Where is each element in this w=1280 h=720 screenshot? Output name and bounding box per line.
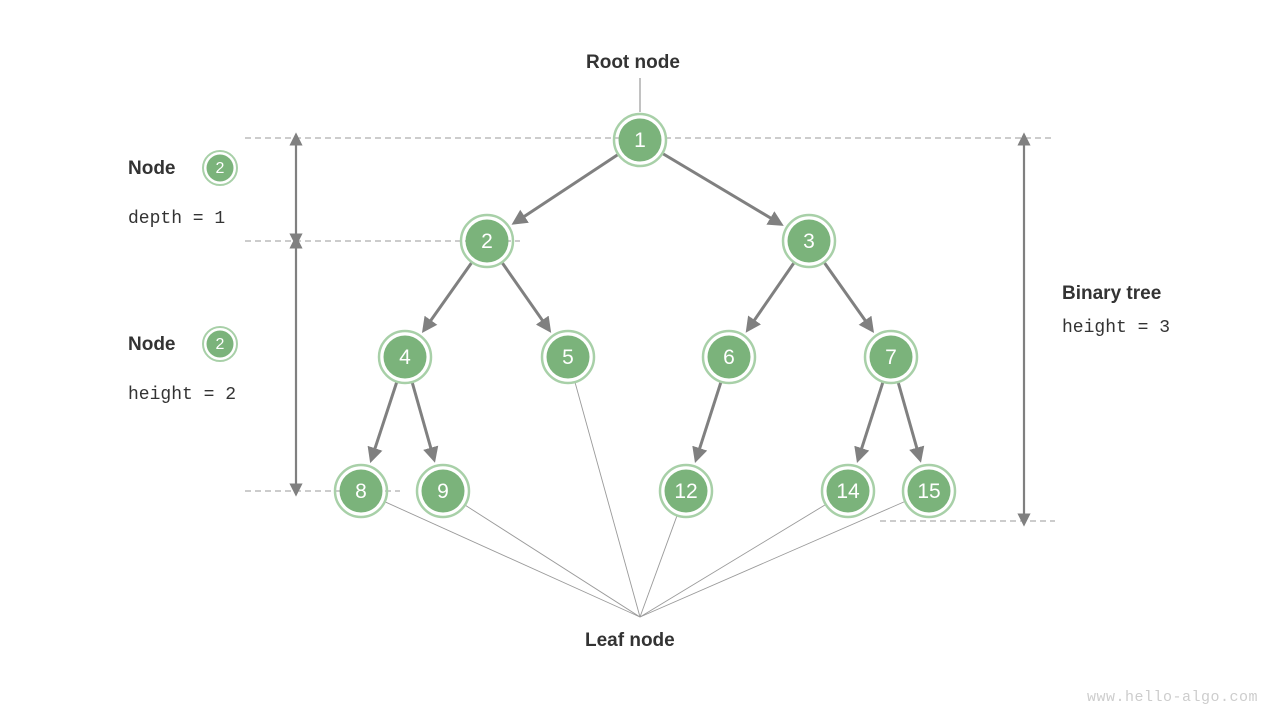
leaf-leader-n14	[639, 504, 826, 618]
node-ring	[820, 463, 876, 519]
tree-node-14[interactable]: 14	[820, 463, 876, 519]
node-ring	[781, 213, 837, 269]
node-label: 4	[399, 346, 411, 369]
node-depth-detail: depth = 1	[128, 209, 226, 229]
tree-node-12[interactable]: 12	[658, 463, 714, 519]
node-ring	[459, 213, 515, 269]
node-label: 6	[723, 346, 735, 369]
tree-node-4[interactable]: 4	[377, 329, 433, 385]
node-ring	[658, 463, 714, 519]
edge-n3-n6	[745, 262, 795, 333]
badge-circle	[206, 154, 234, 182]
tree-node-5[interactable]: 5	[540, 329, 596, 385]
node-circle	[339, 469, 383, 513]
leaf-node-label: Leaf node	[585, 630, 675, 651]
edge-n3-n7	[823, 262, 875, 333]
node-circle	[707, 335, 751, 379]
leaf-leader-n5	[574, 381, 641, 618]
node-circle	[618, 118, 662, 162]
leaf-leader-n9	[464, 504, 641, 618]
root-node-label: Root node	[586, 52, 680, 73]
edge-n2-n5	[501, 262, 552, 333]
node-ring	[415, 463, 471, 519]
node-circle	[421, 469, 465, 513]
node-ring	[333, 463, 389, 519]
node-label: 7	[885, 346, 897, 369]
tree-node-6[interactable]: 6	[701, 329, 757, 385]
edge-n4-n9	[410, 382, 439, 463]
tree-node-9[interactable]: 9	[415, 463, 471, 519]
node-depth-title: Node	[128, 158, 176, 179]
node-height-detail: height = 2	[128, 385, 237, 405]
edge-n6-n12	[692, 382, 723, 464]
tree-node-8[interactable]: 8	[333, 463, 389, 519]
edge-n1-n3	[662, 152, 784, 226]
leaf-leader-n12	[639, 515, 678, 618]
node-circle	[907, 469, 951, 513]
badge-ring	[202, 326, 238, 362]
node-label: 14	[836, 480, 860, 503]
tree-node-2[interactable]: 2	[459, 213, 515, 269]
leaf-leader-n8	[384, 501, 641, 618]
node-label: 3	[803, 230, 815, 253]
badge-circle	[206, 330, 234, 358]
tree-node-7[interactable]: 7	[863, 329, 919, 385]
node-ring	[863, 329, 919, 385]
badge-label: 2	[216, 336, 225, 353]
edge-n7-n14	[854, 382, 885, 464]
node-ring	[901, 463, 957, 519]
tree-node-15[interactable]: 15	[901, 463, 957, 519]
badge-label: 2	[216, 160, 225, 177]
node-height-title: Node	[128, 334, 176, 355]
guide-lines	[245, 137, 1055, 522]
tree-node-3[interactable]: 3	[781, 213, 837, 269]
dimension-arrows	[289, 132, 1031, 527]
edge-n7-n15	[896, 382, 925, 463]
node-circle	[383, 335, 427, 379]
edge-n2-n4	[421, 262, 473, 333]
node-label: 9	[437, 480, 449, 503]
node-ring	[701, 329, 757, 385]
node-ring	[612, 112, 668, 168]
node-circle	[787, 219, 831, 263]
tree-edges	[367, 152, 925, 464]
binary-tree-height-title: Binary tree	[1062, 283, 1162, 304]
node-circle	[465, 219, 509, 263]
node-depth-badge: 2	[202, 150, 238, 186]
node-circle	[546, 335, 590, 379]
node-label: 12	[674, 480, 697, 503]
node-label: 1	[634, 129, 646, 152]
node-label: 5	[562, 346, 574, 369]
node-circle	[869, 335, 913, 379]
node-circle	[664, 469, 708, 513]
node-label: 8	[355, 480, 367, 503]
node-ring	[540, 329, 596, 385]
leaf-leader-lines	[384, 381, 906, 618]
edge-n4-n8	[367, 382, 399, 464]
node-circle	[826, 469, 870, 513]
binary-tree-height-detail: height = 3	[1062, 318, 1171, 338]
node-ring	[377, 329, 433, 385]
badge-ring	[202, 150, 238, 186]
annotation-badges: 22	[202, 150, 238, 362]
tree-node-1[interactable]: 1	[612, 112, 668, 168]
watermark: www.hello-algo.com	[1086, 689, 1258, 706]
node-label: 2	[481, 230, 493, 253]
leaf-leader-n15	[639, 500, 906, 618]
node-label: 15	[917, 480, 940, 503]
node-height-badge: 2	[202, 326, 238, 362]
edge-n1-n2	[511, 153, 619, 225]
